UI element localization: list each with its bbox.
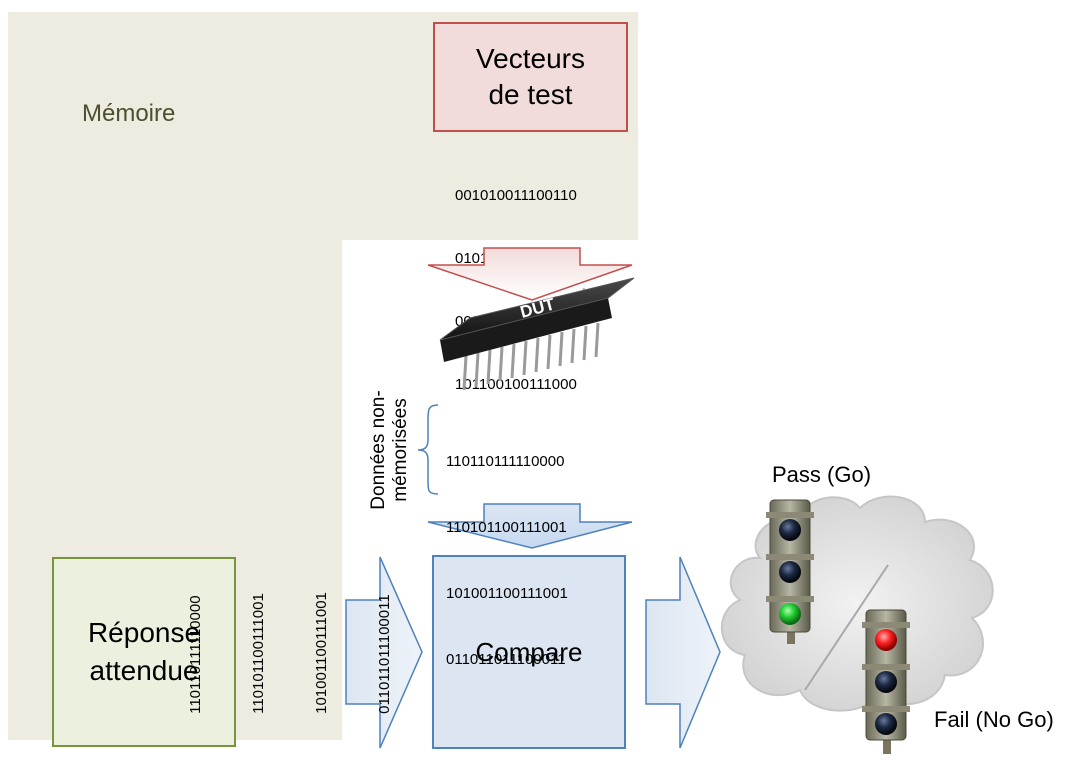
lamp-red-icon <box>875 629 897 651</box>
test-vector-row: 101100100111000 <box>455 376 577 393</box>
non-memorized-row: 101001100111001 <box>446 585 568 602</box>
expected-row: 110101100111001 <box>250 593 267 714</box>
test-vectors-label-line1: Vecteurs <box>476 43 585 74</box>
test-vectors-box <box>433 22 628 132</box>
arrow-to-dut <box>427 247 633 301</box>
test-vector-row: 001010011100110 <box>455 187 577 204</box>
non-memorized-row: 011011011100011 <box>446 651 566 668</box>
compare-label: Compare <box>475 636 583 667</box>
expected-row: 011011011100011 <box>376 594 393 714</box>
non-memorized-label-line1: Données non- <box>368 390 389 510</box>
arrow-compare-to-result <box>645 556 721 749</box>
expected-response-label: Réponse attendue <box>52 557 236 747</box>
expected-label-line1: Réponse <box>87 617 201 648</box>
test-vectors-label: Vecteurs de test <box>433 22 628 132</box>
non-memorized-label-line2: mémorisées <box>390 398 411 502</box>
test-vectors-label-line2: de test <box>488 79 573 110</box>
lamp-dark-icon <box>779 519 801 541</box>
traffic-light-pass <box>766 499 814 644</box>
pass-label: Pass (Go) <box>772 462 872 487</box>
non-memorized-bits: 110110111110000 110101100111001 10100110… <box>446 407 568 693</box>
expected-row: 101001100111001 <box>313 592 330 714</box>
result-cloud <box>720 495 994 712</box>
memory-label: Mémoire <box>82 100 176 127</box>
expected-label-line2: attendue <box>89 655 199 686</box>
lamp-dark-icon <box>779 561 801 583</box>
traffic-light-fail <box>862 609 910 754</box>
lamp-dark-icon <box>875 671 897 693</box>
brace-icon <box>417 404 439 495</box>
dut-chip: DUT <box>439 277 635 391</box>
expected-row: 110110111110000 <box>187 595 204 714</box>
arrow-expected-to-compare <box>345 556 423 749</box>
non-memorized-row: 110110111110000 <box>446 453 565 470</box>
non-memorized-row: 110101100111001 <box>446 519 567 536</box>
expected-response-box <box>52 557 236 747</box>
lamp-dark-icon <box>875 713 897 735</box>
arrow-to-compare-top <box>427 503 633 549</box>
compare-box <box>432 555 626 749</box>
lamp-green-icon <box>779 603 801 625</box>
fail-label: Fail (No Go) <box>934 707 1054 732</box>
